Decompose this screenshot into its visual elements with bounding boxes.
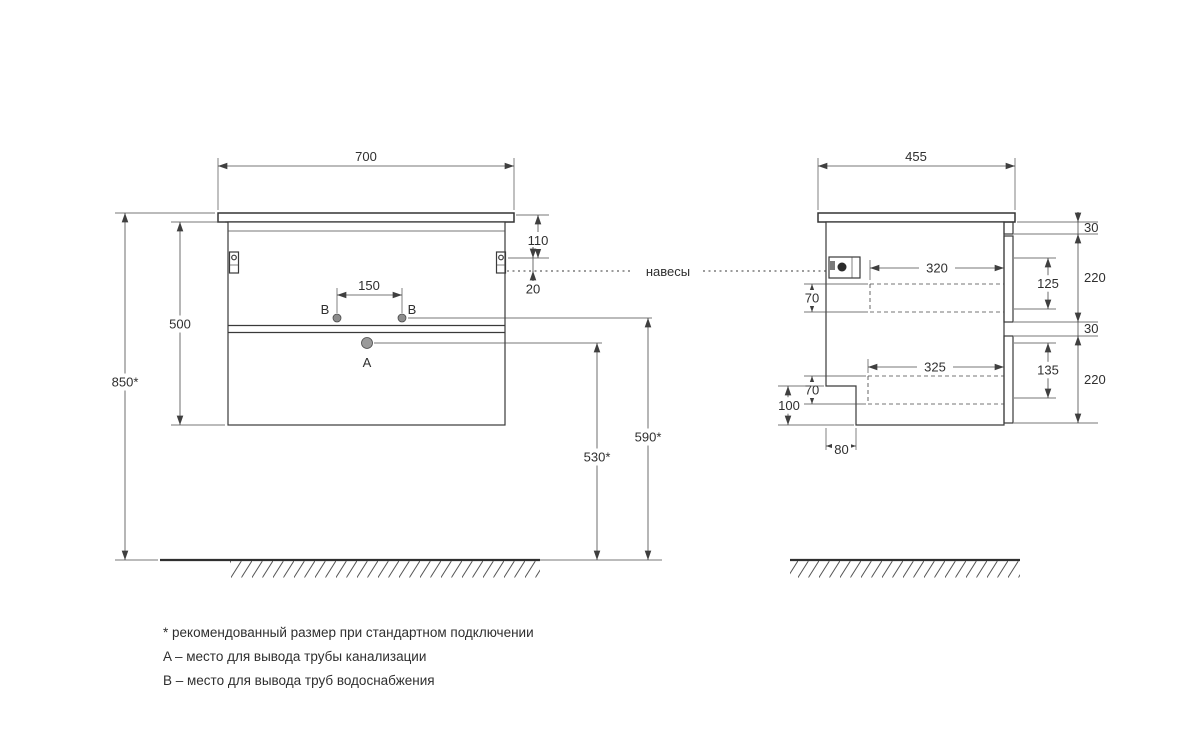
footnote-point-a: A – место для вывода трубы канализации (163, 649, 426, 664)
dim-recess-depth-80-label: 80 (834, 442, 848, 457)
dim-drawer1-inner-125: 125 (1014, 257, 1062, 310)
dim-recess-height-100: 100 (775, 385, 854, 426)
front-view: B B A 700 500 850* (108, 149, 665, 561)
hanger-left-front (228, 251, 240, 274)
drawer-box-lower (867, 375, 1004, 405)
dim-hanger-top-110: 110 (508, 214, 551, 259)
dim-drawer1-depth-320: 320 (869, 259, 1004, 280)
dim-box1-height-70: 70 (802, 283, 868, 313)
dim-box1-height-70-label: 70 (805, 291, 819, 306)
dim-height-500-label: 500 (169, 317, 191, 332)
dim-top-rail-30-label: 30 (1084, 220, 1098, 235)
dim-box2-height-70-label: 70 (805, 383, 819, 398)
footnotes: * рекомендованный размер при стандартном… (163, 625, 534, 688)
point-b-right-marker (397, 313, 407, 323)
dim-mid-gap-30-label: 30 (1084, 321, 1098, 336)
dim-mount-height-850: 850* (108, 212, 215, 561)
dim-width-700-label: 700 (355, 149, 377, 164)
dim-recess-depth-80: 80 (825, 428, 857, 458)
dim-outlet-spacing-150: 150 (336, 278, 403, 313)
dim-drain-height-530-label: 530* (584, 450, 611, 465)
dim-water-height-590-label: 590* (635, 430, 662, 445)
footnote-recommended-size: * рекомендованный размер при стандартном… (163, 625, 534, 640)
dim-recess-height-100-label: 100 (778, 398, 800, 413)
dim-drawer1-inner-125-label: 125 (1037, 276, 1059, 291)
dim-height-500: 500 (165, 221, 225, 426)
dim-water-height-590: 590* (408, 317, 665, 561)
dim-hanger-gap-20-label: 20 (526, 282, 540, 297)
point-a-label: A (363, 355, 372, 370)
dim-drain-height-530: 530* (374, 342, 614, 560)
dim-front-column: 30 220 30 220 (1014, 212, 1106, 424)
hanger-side (828, 256, 861, 279)
dim-drawer2-inner-135-label: 135 (1037, 363, 1059, 378)
dim-hanger-gap-20: 20 (523, 247, 543, 298)
cabinet-side-body (817, 212, 1016, 426)
dim-drawer1-depth-320-label: 320 (926, 261, 948, 276)
drawer-box-upper (869, 283, 1004, 313)
point-b-right-label: B (408, 302, 417, 317)
point-b-left-marker (332, 313, 342, 323)
dim-drawer1-front-220-label: 220 (1084, 270, 1106, 285)
dim-drawer2-inner-135: 135 (1014, 342, 1062, 399)
point-a-marker (361, 337, 373, 349)
dim-outlet-spacing-150-label: 150 (358, 278, 380, 293)
dim-drawer2-depth-325-label: 325 (924, 360, 946, 375)
cabinet-front-body (217, 212, 515, 426)
hangers-callout: навесы (507, 264, 829, 279)
water-outlet-points: B B A (321, 302, 417, 370)
dim-drawer2-front-220-label: 220 (1084, 372, 1106, 387)
dim-width-700: 700 (217, 149, 515, 210)
hangers-callout-label: навесы (646, 264, 690, 279)
dim-depth-455: 455 (817, 149, 1016, 210)
point-b-left-label: B (321, 302, 330, 317)
footnote-point-b: B – место для вывода труб водоснабжения (163, 673, 435, 688)
dim-hanger-top-110-label: 110 (528, 233, 549, 248)
dim-depth-455-label: 455 (905, 149, 927, 164)
floor-right (790, 558, 1020, 578)
dim-mount-height-850-label: 850* (112, 375, 139, 390)
side-view: 455 30 220 30 220 125 (775, 149, 1106, 458)
floor-left (160, 558, 540, 578)
dim-drawer2-depth-325: 325 (867, 358, 1004, 376)
hanger-right-front (495, 251, 507, 274)
